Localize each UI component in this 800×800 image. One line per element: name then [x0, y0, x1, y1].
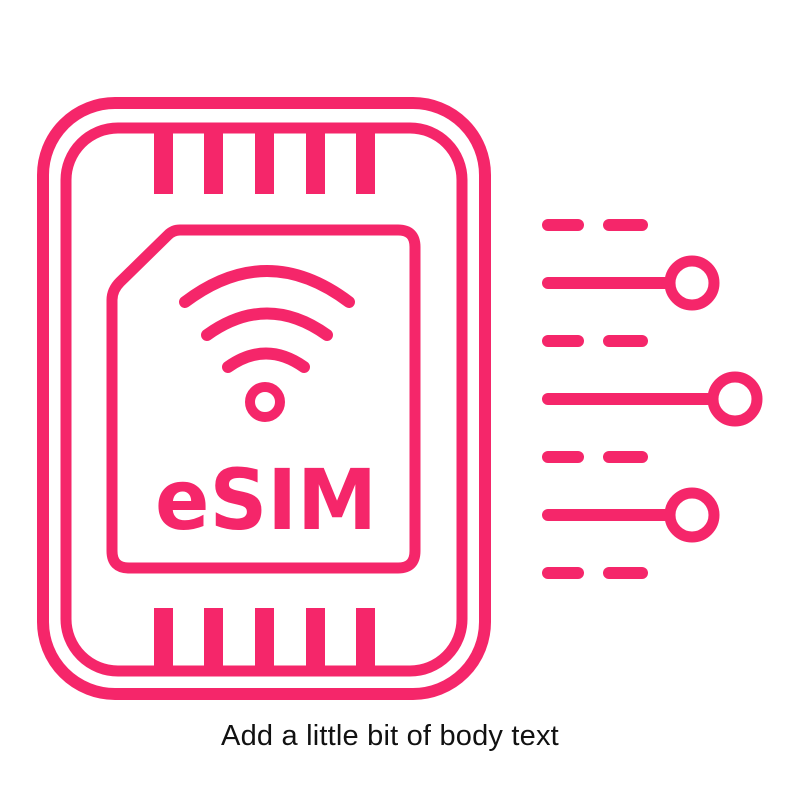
line-with-circle-row [542, 371, 763, 427]
wifi-icon [179, 265, 355, 422]
signal-lines-icon [542, 219, 763, 579]
outer-frame-icon [37, 97, 491, 700]
bottom-contacts-icon [154, 608, 375, 674]
inner-frame-icon [60, 122, 468, 677]
body-text-caption: Add a little bit of body text [221, 720, 559, 752]
top-contacts-icon [154, 128, 375, 194]
sim-card-icon [106, 224, 421, 574]
line-with-circle-row [542, 487, 720, 543]
line-with-circle-row [542, 255, 720, 311]
esim-label: eSIM [155, 451, 377, 549]
